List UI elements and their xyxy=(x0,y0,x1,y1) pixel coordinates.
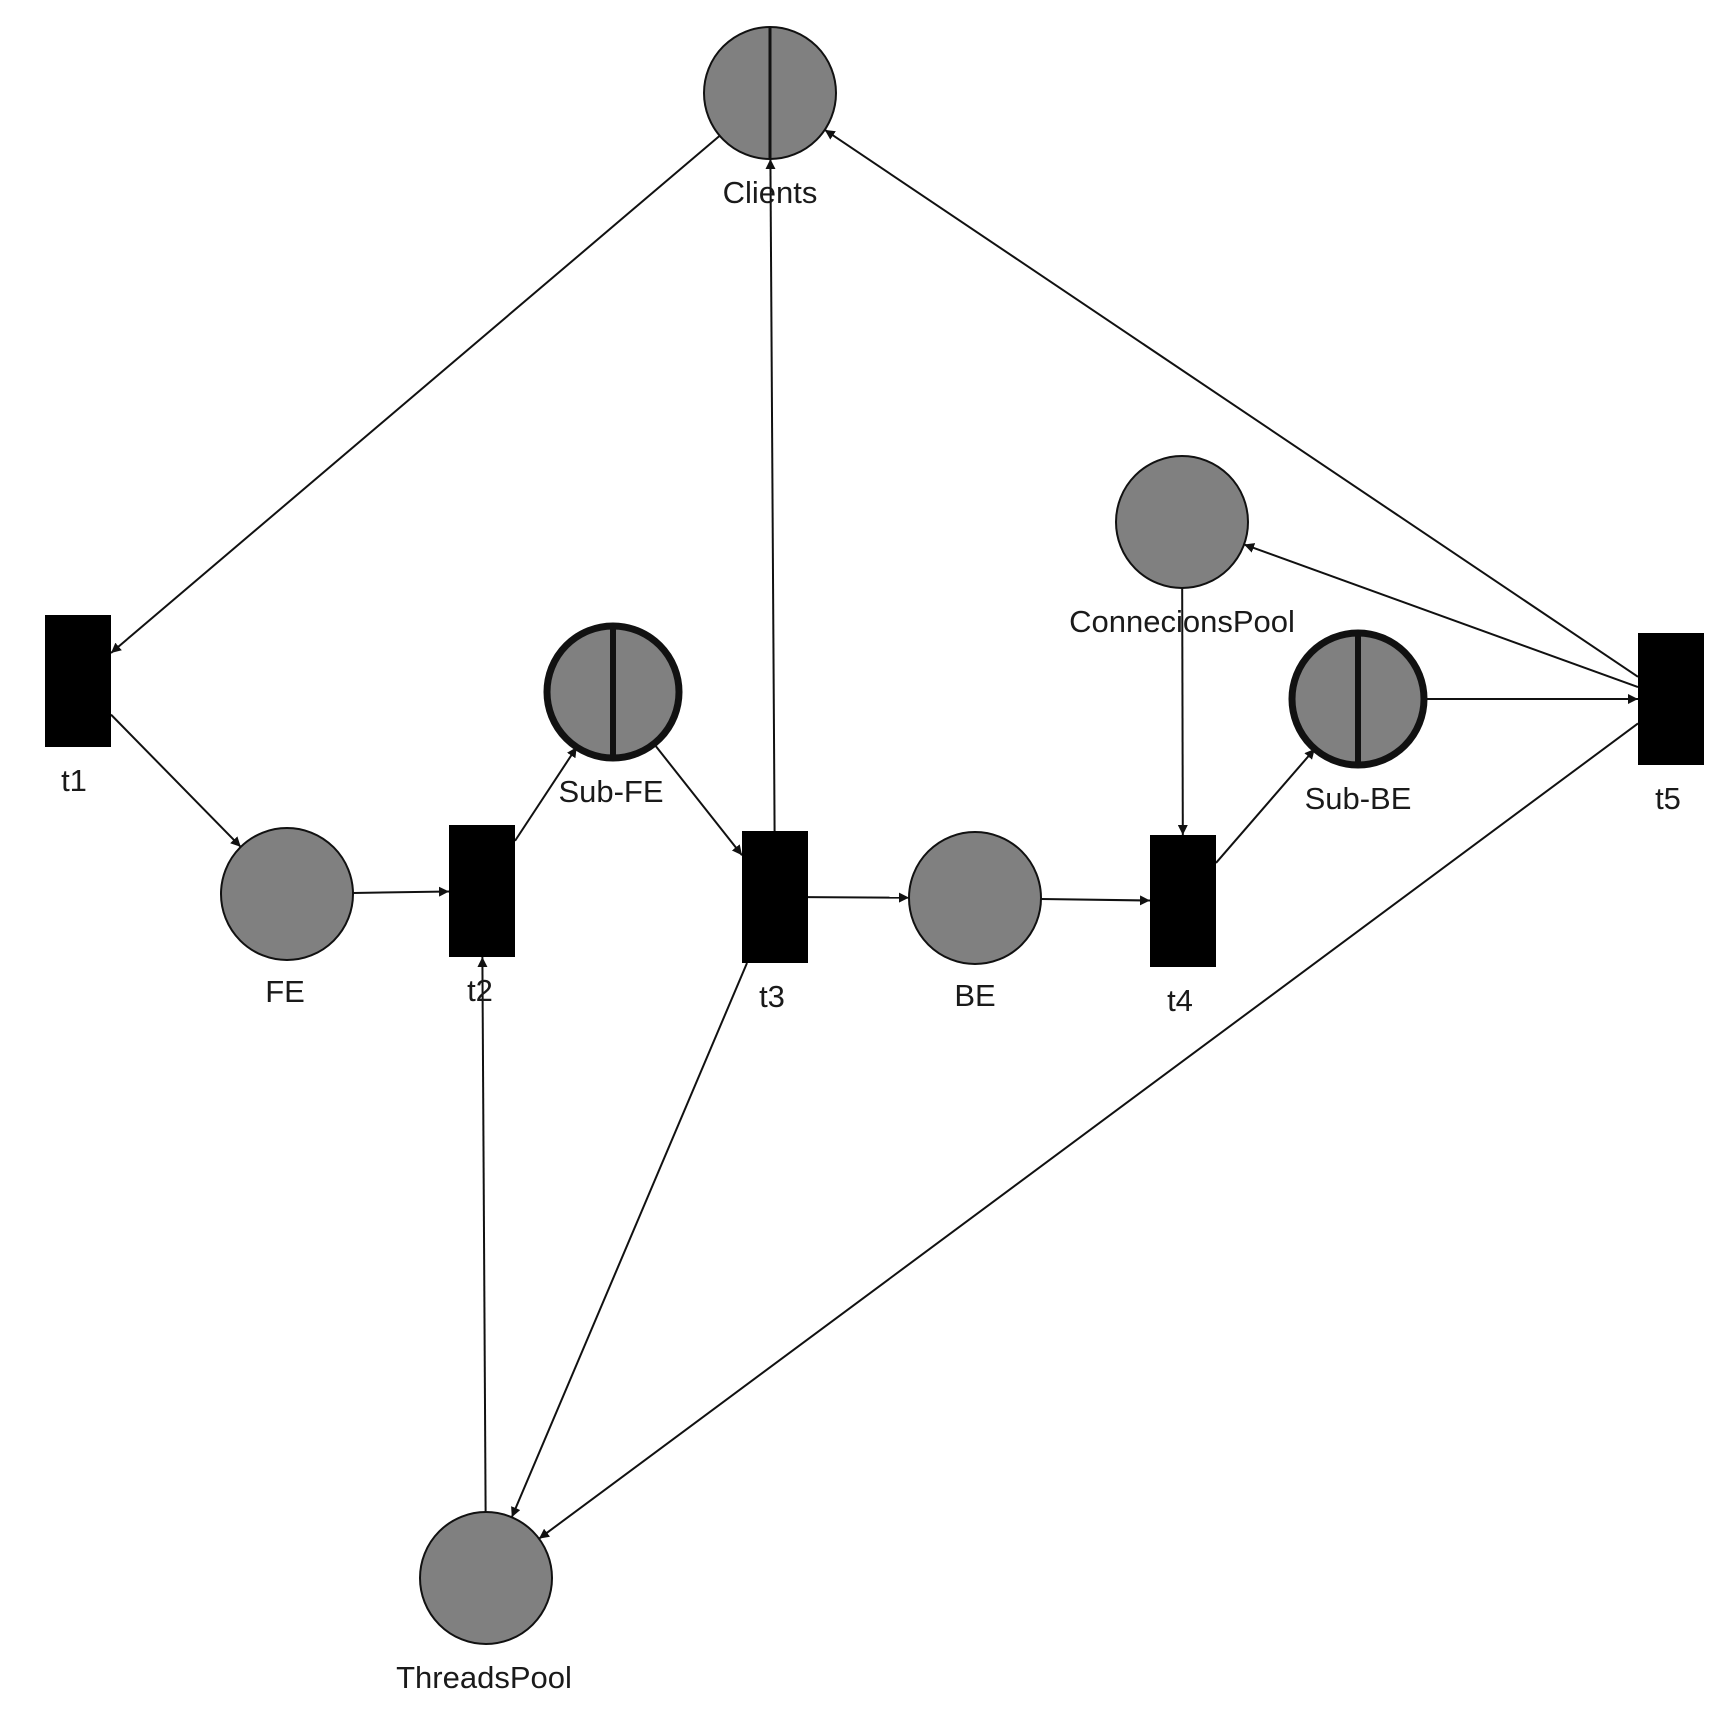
arc-threadspool-to-t2 xyxy=(477,956,488,1513)
arc-t5-to-clients xyxy=(824,129,1639,678)
arc-t5-to-connecionspool xyxy=(1243,543,1639,688)
arc-be-to-t4 xyxy=(1040,895,1151,906)
arc-connecionspool-to-t4 xyxy=(1177,587,1188,836)
arc-t3-to-clients xyxy=(765,158,776,832)
place-connecionspool[interactable] xyxy=(1115,455,1249,589)
transition-label-t5: t5 xyxy=(1655,781,1681,816)
arc-t4-to-sub-be xyxy=(1215,748,1316,864)
transition-t5[interactable] xyxy=(1638,633,1704,765)
transition-label-t1: t1 xyxy=(61,763,87,798)
transition-label-t2: t2 xyxy=(467,973,493,1008)
transition-t1[interactable] xyxy=(45,615,111,747)
arc-t5-to-threadspool xyxy=(538,722,1639,1540)
arcs xyxy=(110,129,1639,1540)
place-label-be: BE xyxy=(954,978,995,1013)
place-circle[interactable] xyxy=(220,827,354,961)
transition-label-t3: t3 xyxy=(759,979,785,1014)
arc-t3-to-be xyxy=(807,892,910,903)
place-label-threadspool: ThreadsPool xyxy=(396,1660,572,1695)
arc-t2-to-sub-fe xyxy=(514,746,578,842)
place-label-clients: Clients xyxy=(723,175,818,210)
place-label-fe: FE xyxy=(265,974,305,1009)
place-be[interactable] xyxy=(908,831,1042,965)
place-clients[interactable] xyxy=(703,26,837,160)
arc-sub-fe-to-t3 xyxy=(653,743,743,856)
place-circle[interactable] xyxy=(908,831,1042,965)
place-label-connecionspool: ConnecionsPool xyxy=(1069,604,1295,639)
place-label-sub-be: Sub-BE xyxy=(1305,781,1412,816)
arc-t1-to-fe xyxy=(110,713,242,848)
place-sub-fe[interactable] xyxy=(543,622,683,762)
place-threadspool[interactable] xyxy=(419,1511,553,1645)
arc-clients-to-t1 xyxy=(110,134,721,654)
arc-fe-to-t2 xyxy=(352,886,450,897)
transition-t4[interactable] xyxy=(1150,835,1216,967)
place-circle[interactable] xyxy=(1115,455,1249,589)
arc-t3-to-threadspool xyxy=(510,962,748,1518)
transition-t3[interactable] xyxy=(742,831,808,963)
place-label-sub-fe: Sub-FE xyxy=(558,774,663,809)
place-fe[interactable] xyxy=(220,827,354,961)
transition-label-t4: t4 xyxy=(1167,983,1193,1018)
place-circle[interactable] xyxy=(419,1511,553,1645)
place-sub-be[interactable] xyxy=(1288,629,1428,769)
transition-t2[interactable] xyxy=(449,825,515,957)
